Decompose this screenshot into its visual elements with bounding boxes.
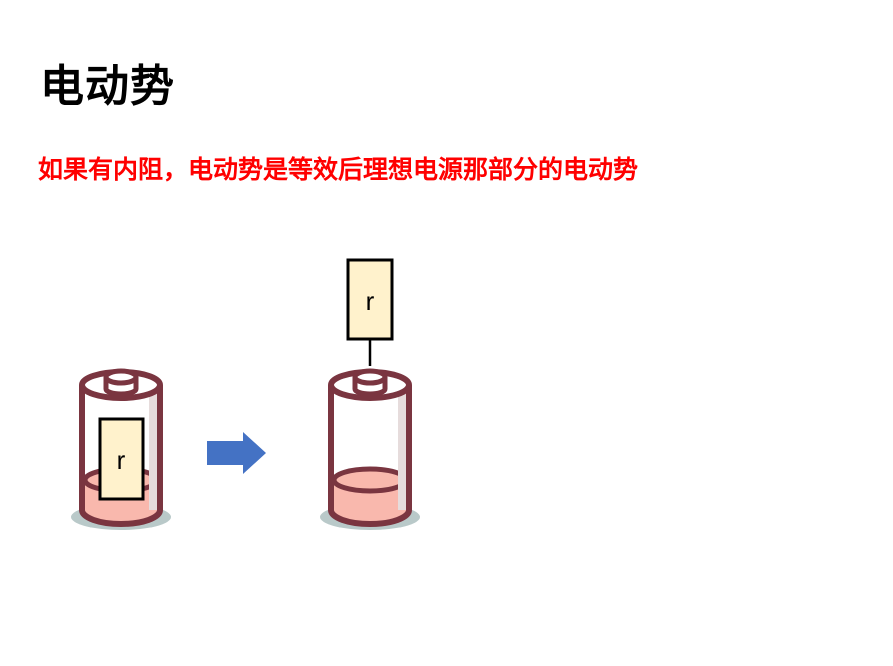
- left-battery: r: [71, 371, 171, 530]
- resistor-label: r: [366, 286, 375, 316]
- external-resistor: [346, 258, 394, 341]
- right-arrow-icon: [207, 432, 266, 474]
- slide-title: 电动势: [40, 61, 175, 112]
- slide-subtitle: 如果有内阻，电动势是等效后理想电源那部分的电动势: [38, 155, 639, 184]
- resistor-label: r: [117, 445, 126, 475]
- right-battery: r: [320, 258, 420, 530]
- internal-resistor: [98, 417, 145, 501]
